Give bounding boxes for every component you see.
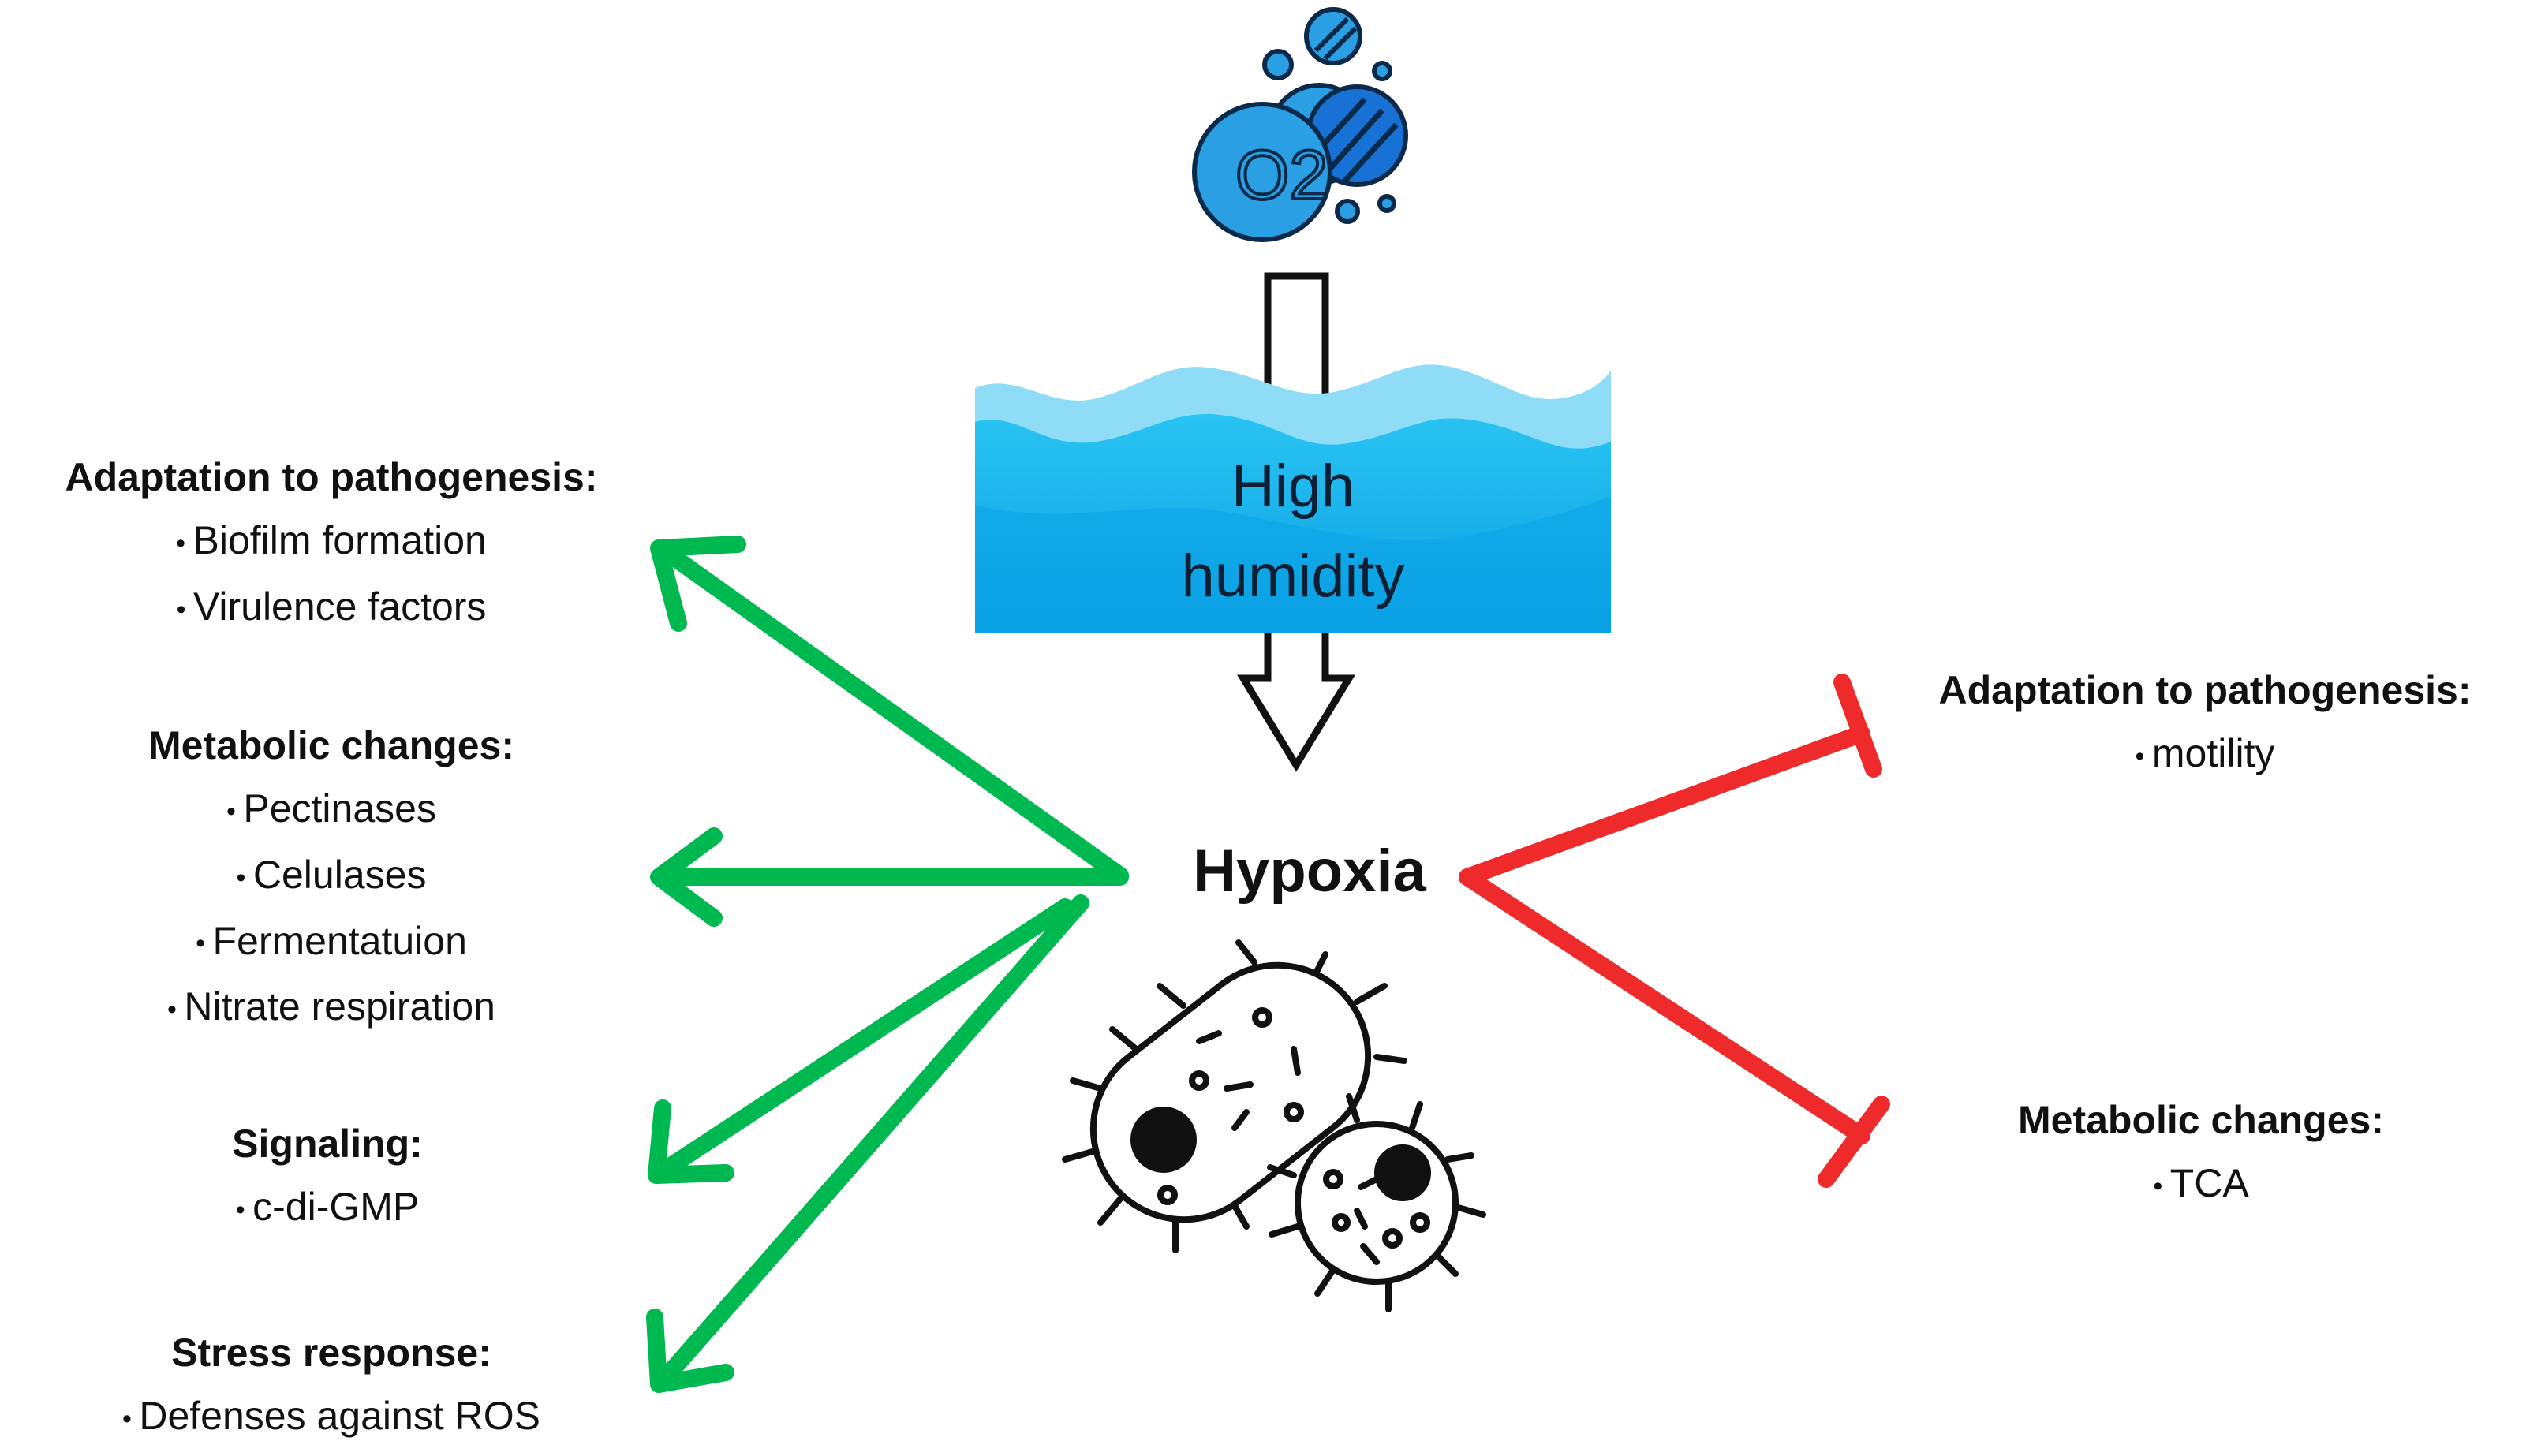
group-title: Adaptation to pathogenesis: (1938, 668, 2472, 712)
list-item: Virulence factors (8, 575, 655, 641)
list-item: Pectinases (32, 777, 631, 843)
group-title: Adaptation to pathogenesis: (65, 455, 598, 499)
left-group-pathogenesis: Adaptation to pathogenesis: Biofilm form… (8, 446, 655, 641)
bacteria-icon (1062, 939, 1486, 1312)
left-group-stress: Stress response: Defenses against ROS (32, 1321, 631, 1450)
group-title: Stress response: (171, 1331, 491, 1375)
water-waves-icon (975, 364, 1611, 633)
inhibit-tca (1459, 868, 1870, 1144)
humidity-line-2: humidity (1181, 543, 1405, 610)
activation-arrows (646, 536, 1129, 1393)
humidity-label: High humidity (975, 442, 1611, 622)
group-title: Metabolic changes: (148, 723, 514, 767)
list-item: Defenses against ROS (32, 1384, 631, 1450)
list-item: motility (1878, 722, 2532, 788)
list-item: Biofilm formation (8, 509, 655, 575)
list-item: Nitrate respiration (32, 975, 631, 1041)
arrow-to-signaling (654, 898, 1074, 1180)
hypoxia-label: Hypoxia (1193, 838, 1426, 905)
oxygen-bubbles-icon: O2 (1192, 7, 1408, 242)
arrow-to-stress (658, 894, 1089, 1385)
list-item: Fermentatuion (32, 909, 631, 976)
right-group-pathogenesis: Adaptation to pathogenesis: motility (1878, 659, 2532, 788)
humidity-line-1: High (1231, 453, 1355, 520)
left-group-signaling: Signaling: c-di-GMP (71, 1112, 584, 1241)
list-item: Celulases (32, 843, 631, 909)
arrow-to-pathogenesis (658, 543, 1129, 884)
group-title: Metabolic changes: (2018, 1098, 2384, 1142)
oxygen-label: O2 (1235, 136, 1328, 214)
inhibit-motility (1459, 725, 1870, 886)
group-title: Signaling: (232, 1122, 423, 1166)
right-group-metabolic: Metabolic changes: TCA (1925, 1088, 2477, 1218)
inhibition-arrows (1459, 674, 1890, 1188)
list-item: c-di-GMP (71, 1175, 584, 1241)
list-item: TCA (1925, 1152, 2477, 1218)
left-group-metabolic: Metabolic changes: Pectinases Celulases … (32, 714, 631, 1041)
